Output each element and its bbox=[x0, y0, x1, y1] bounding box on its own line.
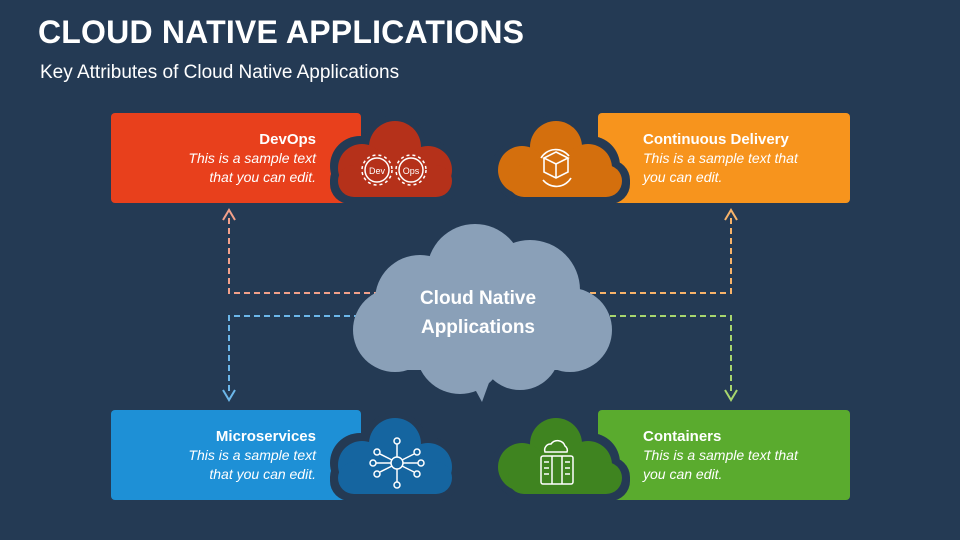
microservices-text: Microservices This is a sample text that… bbox=[150, 427, 316, 484]
card-continuous-delivery bbox=[598, 113, 850, 203]
page-subtitle: Key Attributes of Cloud Native Applicati… bbox=[40, 62, 400, 83]
devops-icon-label-ops: Ops bbox=[403, 166, 420, 176]
connector-containers bbox=[590, 315, 738, 402]
center-cloud bbox=[353, 224, 612, 402]
delivery-box-icon bbox=[540, 148, 572, 188]
card-microservices bbox=[111, 410, 361, 500]
containers-line2: you can edit. bbox=[643, 466, 723, 482]
microservices-line1: This is a sample text bbox=[188, 447, 316, 463]
containers-text: Containers This is a sample text that yo… bbox=[643, 427, 843, 484]
connector-continuous-delivery bbox=[590, 208, 738, 294]
devops-line2: that you can edit. bbox=[209, 169, 316, 185]
devops-cloud: Dev Ops bbox=[330, 115, 458, 204]
page-title: CLOUD NATIVE APPLICATIONS bbox=[38, 14, 525, 50]
server-container-icon bbox=[540, 440, 574, 485]
devops-line1: This is a sample text bbox=[188, 150, 316, 166]
card-devops bbox=[111, 113, 361, 203]
containers-line1: This is a sample text that bbox=[643, 447, 798, 463]
continuous-delivery-text: Continuous Delivery This is a sample tex… bbox=[643, 130, 843, 187]
containers-title: Containers bbox=[643, 428, 722, 445]
continuous-delivery-line2: you can edit. bbox=[643, 169, 723, 185]
devops-text: DevOps This is a sample text that you ca… bbox=[150, 130, 316, 187]
center-label-line2: Applications bbox=[420, 317, 535, 338]
network-hub-icon bbox=[369, 437, 425, 489]
center-label: Cloud Native Applications bbox=[378, 284, 578, 342]
microservices-title: Microservices bbox=[215, 428, 316, 445]
continuous-delivery-cloud bbox=[491, 115, 630, 204]
devops-icon-label-dev: Dev bbox=[369, 166, 386, 176]
card-containers bbox=[598, 410, 850, 500]
continuous-delivery-title: Continuous Delivery bbox=[643, 131, 789, 148]
connector-microservices bbox=[222, 315, 380, 402]
microservices-cloud bbox=[330, 412, 458, 501]
connector-devops bbox=[222, 208, 380, 294]
center-label-line1: Cloud Native bbox=[419, 288, 537, 309]
devops-gears-icon bbox=[361, 154, 427, 186]
continuous-delivery-line1: This is a sample text that bbox=[643, 150, 798, 166]
microservices-line2: that you can edit. bbox=[209, 466, 316, 482]
containers-cloud bbox=[491, 412, 630, 501]
devops-title: DevOps bbox=[259, 131, 316, 148]
